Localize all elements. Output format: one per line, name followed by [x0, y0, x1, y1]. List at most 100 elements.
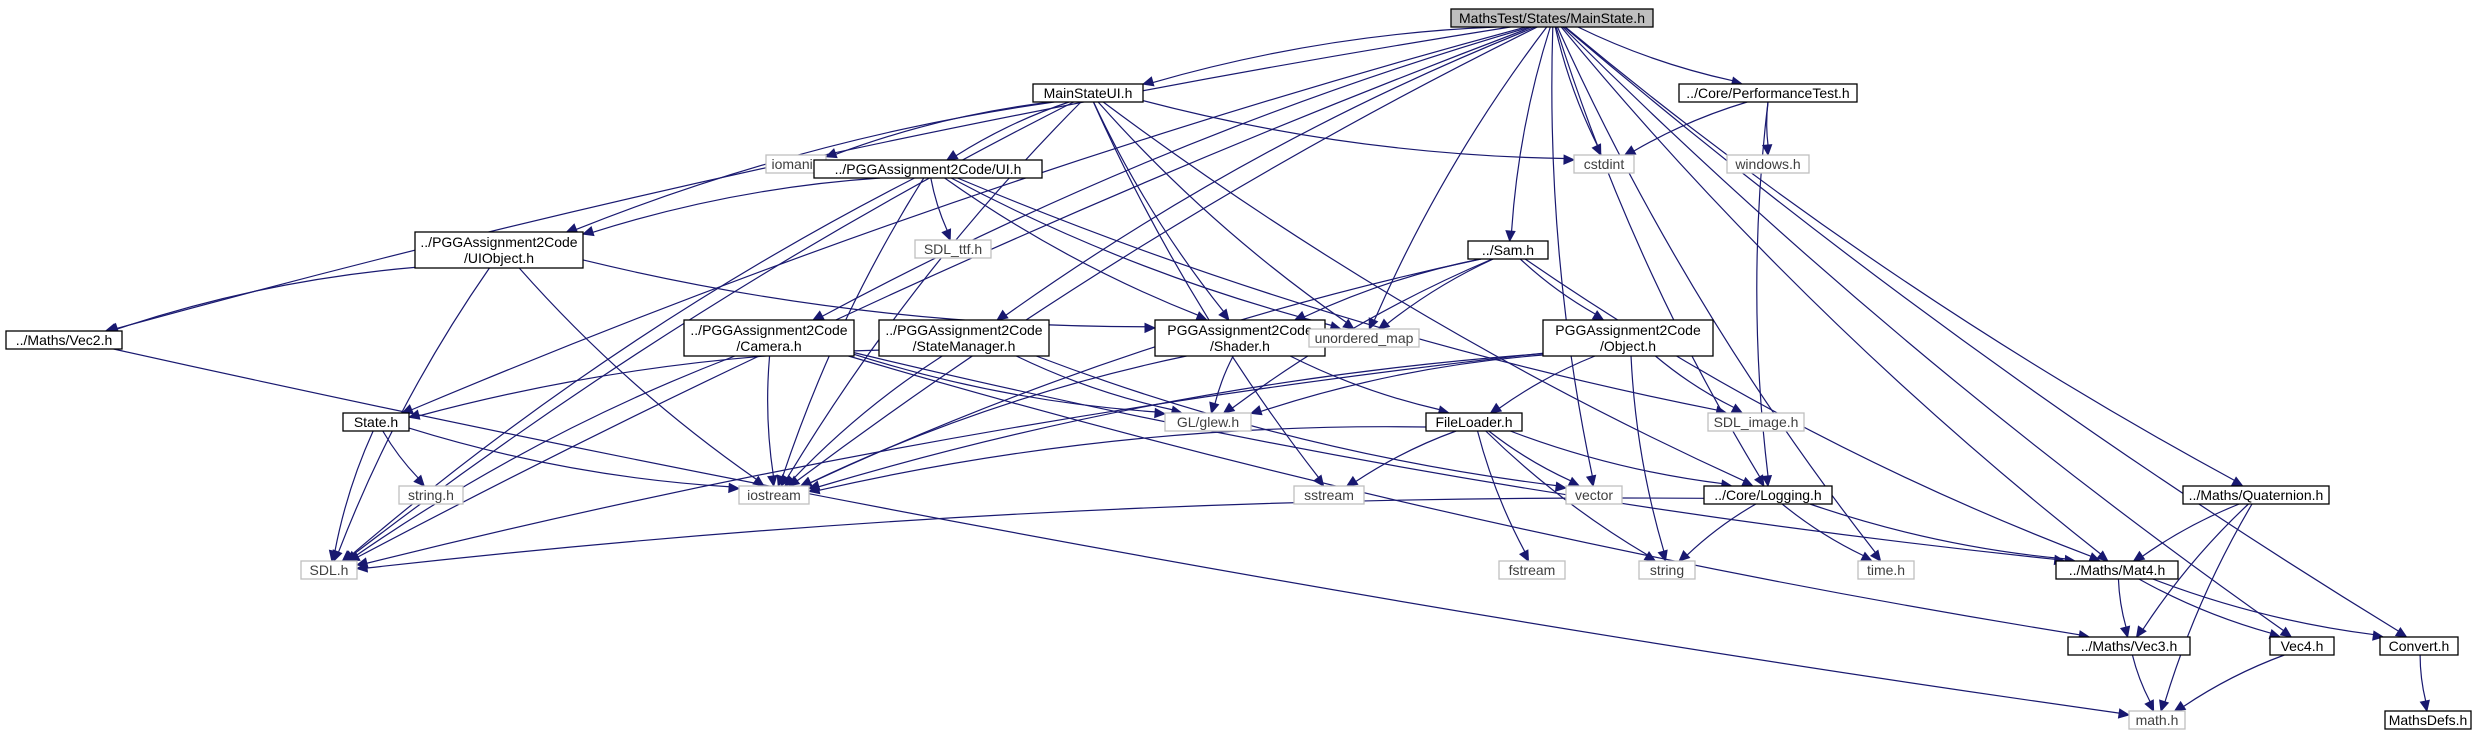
node-box [1425, 412, 1523, 432]
node-box [1707, 412, 1805, 432]
node-label: MainStateUI.h [1044, 85, 1133, 101]
edge-uih-to-shader [944, 177, 1199, 316]
node-fileloader[interactable]: FileLoader.h [1425, 412, 1523, 432]
edge-logging-to-mat4 [1809, 503, 2066, 560]
node-label: MathsTest/States/MainState.h [1459, 10, 1645, 26]
header-nodes: MathsTest/States/MainState.hMainStateUI.… [5, 8, 2472, 730]
node-sdlimage: SDL_image.h [1707, 412, 1805, 432]
node-camera[interactable]: ../PGGAssignment2Code/Camera.h [683, 319, 855, 357]
edge-mainstateui-to-shader [1093, 101, 1225, 312]
node-unorderedmap: unordered_map [1308, 328, 1420, 348]
node-mathsdefs[interactable]: MathsDefs.h [2384, 710, 2472, 730]
node-object[interactable]: PGGAssignment2Code/Object.h [1542, 319, 1714, 357]
edge-uih-to-sdlttf [930, 177, 948, 231]
edge-shader-to-glew [1214, 355, 1234, 404]
node-label: SDL_image.h [1714, 414, 1799, 430]
node-mainstate[interactable]: MathsTest/States/MainState.h [1450, 8, 1654, 28]
edge-mainstateui-to-logging [1102, 101, 1745, 482]
edge-samh-to-object [1519, 258, 1596, 315]
node-label: Convert.h [2389, 638, 2450, 654]
edge-mainstateui-to-unorderedmap [1097, 101, 1347, 323]
node-box [414, 231, 584, 269]
edge-mainstate-to-unorderedmap [1373, 26, 1548, 321]
node-uiobject[interactable]: ../PGGAssignment2Code/UIObject.h [414, 231, 584, 269]
edge-mainstate-to-perftest [1577, 26, 1733, 82]
edge-arrowhead [2230, 476, 2244, 487]
edge-stateh-to-stringh [382, 430, 419, 479]
node-logging[interactable]: ../Core/Logging.h [1703, 485, 1833, 505]
node-stateh[interactable]: State.h [342, 412, 410, 432]
node-stringh: string.h [398, 485, 464, 505]
edge-arrowhead [2394, 627, 2408, 638]
node-box [2128, 710, 2186, 730]
edge-statemanager-to-vector [1036, 355, 1557, 487]
node-label: State.h [354, 414, 398, 430]
node-vec2[interactable]: ../Maths/Vec2.h [5, 330, 123, 350]
node-label: /StateManager.h [913, 338, 1016, 354]
node-label: /Camera.h [736, 338, 801, 354]
node-box [1154, 319, 1326, 357]
node-label: windows.h [1734, 156, 1800, 172]
node-box [398, 485, 464, 505]
edge-arrowhead [824, 148, 838, 159]
node-iomanip: iomanip [765, 154, 827, 174]
edge-fileloader-to-iostream [818, 426, 1427, 491]
edge-camera-to-sdlh [354, 355, 736, 557]
edge-mainstate-to-cstdint [1554, 26, 1598, 146]
node-uih[interactable]: ../PGGAssignment2Code/UI.h [813, 159, 1043, 179]
edge-camera-to-mat4 [853, 352, 2055, 560]
edge-arrowhead [2144, 699, 2155, 713]
node-shader[interactable]: PGGAssignment2Code/Shader.h [1154, 319, 1326, 357]
node-box [300, 560, 358, 580]
node-box [1565, 485, 1623, 505]
edge-vec3-to-mathh [2131, 654, 2151, 702]
edge-mainstate-to-vec2 [115, 26, 1511, 330]
edge-stateh-to-iostream [408, 427, 730, 488]
node-box [1542, 319, 1714, 357]
node-box [914, 239, 992, 259]
node-mathh: math.h [2128, 710, 2186, 730]
node-box [2269, 636, 2335, 656]
node-box [1450, 8, 1654, 28]
node-box [813, 159, 1043, 179]
edge-arrowhead [1657, 549, 1668, 563]
node-samh[interactable]: ../Sam.h [1467, 240, 1549, 260]
node-quaternion[interactable]: ../Maths/Quaternion.h [2182, 485, 2330, 505]
edge-uiobject-to-shader [582, 259, 1146, 328]
node-label: string.h [408, 487, 454, 503]
edge-arrowhead [807, 483, 821, 495]
edge-camera-to-vec3 [848, 355, 2080, 636]
node-label: vector [1575, 487, 1613, 503]
edge-arrowhead [1342, 318, 1355, 330]
edge-uih-to-unorderedmap [950, 177, 1332, 326]
node-vec3[interactable]: ../Maths/Vec3.h [2067, 636, 2191, 656]
edge-arrowhead [728, 482, 741, 494]
node-label: ../Maths/Mat4.h [2069, 562, 2165, 578]
edge-logging-to-sdlh [366, 497, 1705, 569]
edge-arrowhead [767, 474, 778, 488]
node-mainstateui[interactable]: MainStateUI.h [1032, 83, 1144, 103]
edge-arrowhead [581, 226, 595, 237]
node-label: string [1650, 562, 1684, 578]
node-label: ../PGGAssignment2Code/UI.h [835, 161, 1022, 177]
edge-arrowhead [1554, 481, 1568, 492]
edge-mainstate-to-sdlh [357, 26, 1533, 558]
edge-arrowhead [996, 309, 1009, 321]
node-vec4[interactable]: Vec4.h [2269, 636, 2335, 656]
node-statemanager[interactable]: ../PGGAssignment2Code/StateManager.h [878, 319, 1050, 357]
edge-object-to-fileloader [1498, 355, 1596, 409]
edge-uih-to-sdlimage [957, 177, 1718, 411]
node-label: sstream [1304, 487, 1354, 503]
node-cstdint: cstdint [1573, 154, 1635, 174]
edge-fileloader-to-sstream [1355, 430, 1457, 483]
edge-arrowhead [1591, 143, 1602, 157]
node-label: time.h [1867, 562, 1905, 578]
edge-arrowhead [2132, 550, 2146, 562]
edge-camera-to-iostream [767, 355, 774, 477]
node-perftest[interactable]: ../Core/PerformanceTest.h [1678, 83, 1858, 103]
edge-arrowhead [1505, 230, 1516, 243]
edge-mainstate-to-mat4 [1560, 26, 2102, 555]
edge-mainstateui-to-sstream [1092, 101, 1319, 478]
node-mat4[interactable]: ../Maths/Mat4.h [2055, 560, 2179, 580]
node-convert[interactable]: Convert.h [2379, 636, 2459, 656]
